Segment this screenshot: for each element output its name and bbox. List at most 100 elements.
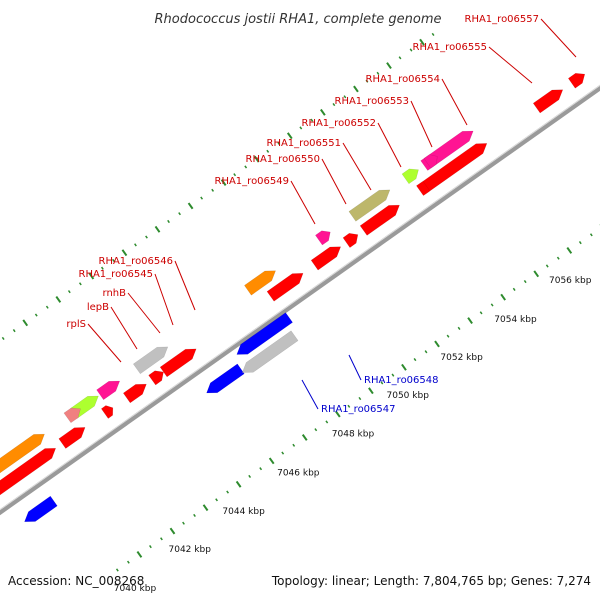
gene-label-leader (410, 100, 433, 148)
reverse-ruler-tick (368, 387, 374, 395)
forward-ruler-tick (134, 243, 137, 247)
forward-ruler-tick (419, 38, 425, 46)
hypothetical-gene[interactable] (0, 433, 45, 485)
tick-marks (1, 32, 600, 572)
gene-label[interactable]: RHA1_ro06548 (364, 375, 439, 386)
gene-label-leader (87, 323, 122, 363)
forward-ruler-tick (55, 296, 62, 303)
membrane-gene-2[interactable] (315, 230, 331, 246)
gene-label[interactable]: rplS (66, 319, 86, 330)
cds-arrow-9[interactable] (310, 246, 342, 271)
kbp-label: 7050 kbp (387, 391, 430, 401)
forward-ruler-tick (332, 102, 336, 107)
genome-backbone (0, 84, 600, 516)
forward-ruler-tick (121, 249, 128, 257)
reverse-ruler-tick (347, 404, 351, 408)
forward-ruler-tick (277, 141, 281, 146)
unknown-reverse-gene[interactable] (241, 330, 299, 373)
reverse-ruler-tick (479, 311, 483, 315)
gene-label[interactable]: RHA1_ro06545 (79, 269, 154, 280)
ribosomal-gene[interactable] (63, 407, 81, 424)
reverse-ruler-tick (533, 270, 540, 278)
gene-label[interactable]: RHA1_ro06557 (465, 14, 540, 25)
cds-arrow-2[interactable] (0, 447, 57, 496)
forward-ruler-tick (343, 95, 347, 99)
cds-arrow-3[interactable] (58, 427, 86, 449)
forward-ruler-tick (167, 219, 170, 224)
cds-arrow-4[interactable] (100, 405, 114, 419)
reverse-ruler-tick (413, 357, 417, 362)
forward-ruler-tick (78, 282, 82, 286)
gene-label[interactable]: RHA1_ro06551 (267, 138, 342, 149)
lipoprotein-gene-2[interactable] (401, 168, 419, 185)
reverse-ruler-tick (226, 490, 230, 494)
kbp-label: 7052 kbp (440, 353, 483, 363)
reverse-ruler-tick (523, 280, 527, 284)
reverse-ruler-tick (401, 363, 407, 371)
forward-ruler-tick (45, 305, 49, 309)
gene-label-leader (377, 122, 402, 168)
cds-arrow-11[interactable] (359, 204, 400, 236)
reverse-ruler-tick (182, 521, 185, 525)
cds-arrow-15[interactable] (567, 73, 586, 89)
kbp-label: 7048 kbp (332, 430, 375, 440)
forward-ruler-tick (220, 179, 227, 186)
gene-label-leader (321, 158, 347, 205)
gene-label[interactable]: RHA1_ro06549 (215, 176, 290, 187)
reverse-ruler-tick (380, 381, 384, 385)
cds-arrow-8[interactable] (266, 273, 304, 302)
gene-label[interactable]: RHA1_ro06547 (321, 404, 396, 415)
gene-label-leader (127, 292, 161, 334)
cds-arrow-5[interactable] (122, 383, 147, 404)
gene-label[interactable]: RHA1_ro06546 (99, 256, 174, 267)
forward-ruler-tick (409, 48, 413, 52)
cds-arrow-7[interactable] (159, 348, 197, 378)
accession-text: Accession: NC_008268 (8, 574, 144, 588)
reverse-ruler-tick (325, 420, 329, 424)
forward-ruler-tick (145, 235, 148, 239)
unknown-gene[interactable] (132, 346, 169, 375)
reverse-ruler-tick (500, 293, 507, 301)
forward-ruler-tick (67, 290, 71, 294)
gene-label-leader (348, 354, 362, 381)
forward-ruler-tick (286, 132, 293, 140)
kbp-label: 7054 kbp (494, 315, 537, 325)
forward-ruler-tick (112, 258, 115, 263)
reverse-ruler-tick (424, 350, 428, 354)
forward-ruler-tick (22, 319, 29, 327)
reverse-ruler-tick (126, 560, 130, 564)
membrane-gene-4[interactable] (423, 154, 438, 169)
reverse-ruler-tick (578, 241, 582, 245)
kbp-label: 7040 kbp (114, 584, 157, 594)
reverse-ruler-tick (358, 396, 362, 401)
kbp-label: 7044 kbp (222, 507, 265, 517)
reverse-ruler-tick (314, 428, 318, 432)
other-gene[interactable] (348, 189, 391, 222)
reverse-ruler-tick (589, 233, 593, 237)
forward-ruler-tick (386, 62, 392, 70)
cds-arrow-14[interactable] (532, 89, 564, 114)
reverse-ruler-tick (446, 334, 450, 338)
reverse-gene-ro06548[interactable] (236, 312, 293, 355)
reverse-ruler-tick (235, 480, 242, 488)
reverse-gene-1[interactable] (24, 495, 58, 523)
gene-label[interactable]: RHA1_ro06553 (335, 96, 410, 107)
gene-label[interactable]: rnhB (103, 288, 127, 299)
gene-label-leader (441, 78, 468, 126)
gene-label[interactable]: RHA1_ro06555 (413, 42, 488, 53)
hypothetical-gene-2[interactable] (244, 270, 276, 296)
reverse-ruler-tick (545, 264, 549, 268)
topology-text: Topology: linear; Length: 7,804,765 bp; … (271, 574, 591, 588)
gene-label[interactable]: RHA1_ro06554 (366, 74, 441, 85)
reverse-ruler-tick (467, 317, 473, 325)
cds-arrow-10[interactable] (342, 233, 359, 248)
reverse-ruler-tick (259, 467, 263, 471)
cds-arrow-13[interactable] (422, 143, 488, 192)
gene-label[interactable]: RHA1_ro06550 (246, 154, 321, 165)
forward-ruler-tick (187, 202, 194, 210)
reverse-gene-ro06547[interactable] (206, 363, 245, 394)
membrane-gene[interactable] (96, 380, 121, 401)
cds-arrow-6[interactable] (148, 370, 164, 386)
gene-label[interactable]: RHA1_ro06552 (302, 118, 377, 129)
gene-label[interactable]: lepB (87, 302, 109, 313)
